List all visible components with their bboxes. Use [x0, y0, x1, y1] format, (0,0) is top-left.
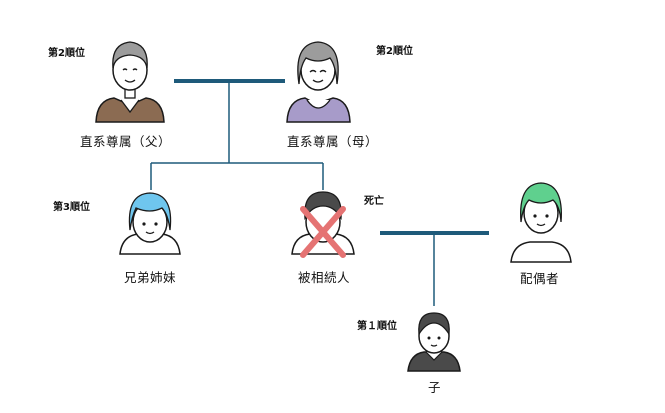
sibling-rank: 第3順位: [53, 202, 90, 213]
deceased-icon: [291, 191, 355, 255]
deceased-cross-mark: [300, 206, 346, 258]
mother-label: 直系尊属（母）: [287, 134, 379, 149]
father-icon: [95, 41, 165, 123]
spouse-icon: [510, 182, 572, 263]
child-rank: 第１順位: [357, 321, 397, 332]
mother-rank: 第2順位: [376, 46, 413, 57]
sibling-label: 兄弟姉妹: [124, 270, 177, 285]
father-rank: 第2順位: [48, 48, 85, 59]
sibling-icon: [119, 192, 181, 255]
spouse-label: 配偶者: [520, 271, 560, 286]
deceased-label: 被相続人: [298, 270, 351, 285]
child-icon: [407, 312, 461, 372]
father-label: 直系尊属（父）: [80, 134, 172, 149]
child-label: 子: [428, 380, 442, 395]
mother-icon: [286, 41, 351, 123]
deceased-status: 死亡: [364, 196, 384, 207]
